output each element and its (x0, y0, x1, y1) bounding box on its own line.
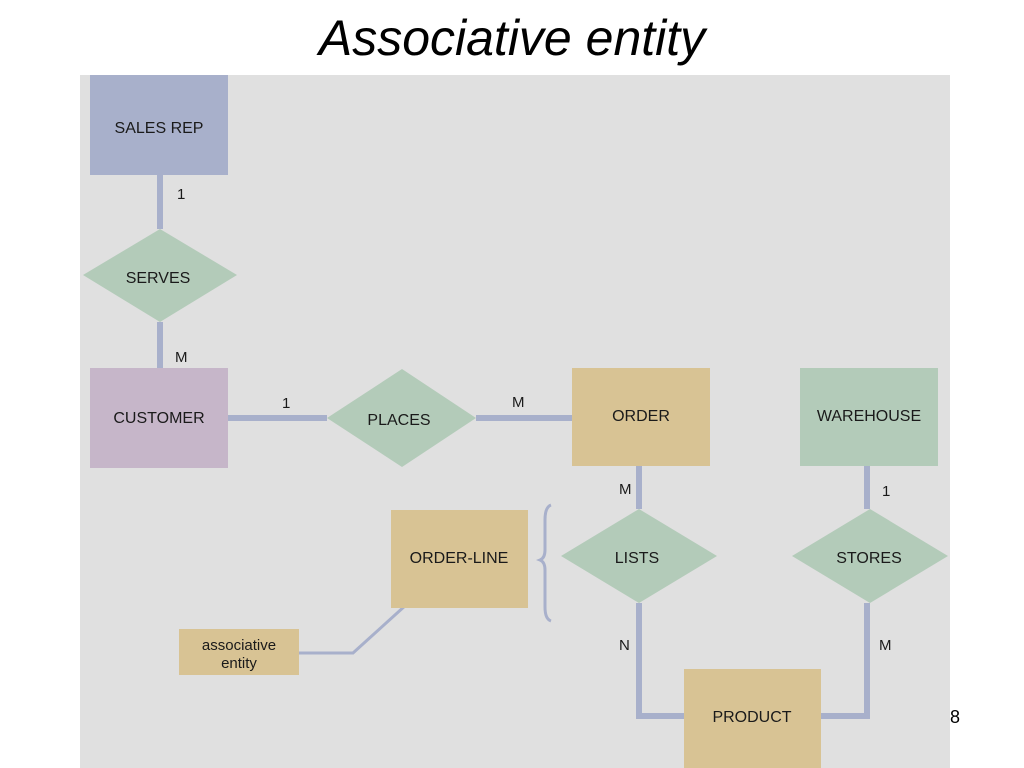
connectors (157, 175, 870, 719)
cardinality-order-lists: M (619, 481, 632, 498)
entity-warehouse-label: WAREHOUSE (817, 408, 921, 425)
cardinality-lists-product: N (619, 637, 630, 654)
relationship-stores-label: STORES (836, 550, 902, 567)
connector-stores-product (821, 603, 870, 719)
relationship-stores: STORES (792, 509, 948, 603)
cardinality-labels: 1 M 1 M M N 1 M (175, 186, 892, 654)
cardinality-sales-rep-serves: 1 (177, 186, 185, 203)
annotation-line-1: associative (202, 637, 276, 654)
relationship-lists: LISTS (561, 509, 717, 603)
annotation-pointer (298, 603, 408, 655)
entity-order: ORDER (572, 368, 710, 466)
cardinality-warehouse-stores: 1 (882, 483, 890, 500)
cardinality-stores-product: M (879, 637, 892, 654)
cardinality-customer-places: 1 (282, 395, 290, 412)
order-line-bracket (535, 503, 552, 623)
entity-warehouse: WAREHOUSE (800, 368, 938, 466)
entity-sales-rep: SALES REP (90, 75, 228, 175)
entity-order-label: ORDER (612, 408, 670, 425)
annotation-line-2: entity (221, 655, 257, 672)
slide-title: Associative entity (318, 10, 706, 66)
relationship-places-label: PLACES (367, 412, 430, 429)
associative-entity-order-line: ORDER-LINE (391, 510, 528, 608)
er-diagram-panel: SALES REP CUSTOMER ORDER WAREHOUSE PRODU… (80, 75, 950, 768)
entity-product: PRODUCT (684, 669, 821, 768)
cardinality-serves-customer: M (175, 349, 188, 366)
relationship-serves: SERVES (83, 229, 237, 322)
page-number: 8 (950, 707, 961, 727)
entity-order-line-label: ORDER-LINE (410, 550, 509, 567)
entity-customer: CUSTOMER (90, 368, 228, 468)
cardinality-places-order: M (512, 394, 525, 411)
relationship-lists-label: LISTS (615, 550, 659, 567)
entity-product-label: PRODUCT (712, 709, 791, 726)
entity-customer-label: CUSTOMER (113, 410, 204, 427)
entity-sales-rep-label: SALES REP (115, 120, 204, 137)
associative-entity-annotation: associative entity (179, 629, 299, 675)
relationship-serves-label: SERVES (126, 270, 191, 287)
er-diagram: SALES REP CUSTOMER ORDER WAREHOUSE PRODU… (83, 75, 948, 768)
connector-lists-product (636, 603, 684, 719)
relationship-places: PLACES (327, 369, 476, 467)
